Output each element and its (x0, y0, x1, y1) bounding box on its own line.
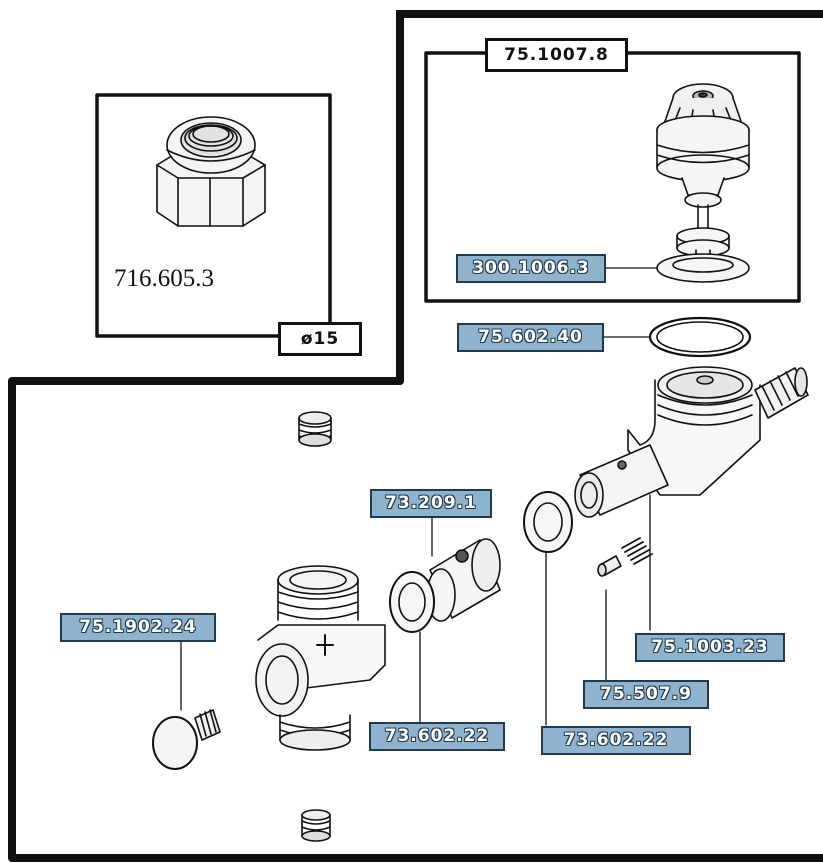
valve-group-code: 75.1007.8 (485, 38, 628, 72)
pin-drawing (597, 555, 622, 577)
spring-code-label: 75.1003.23 (635, 633, 785, 662)
valve-inset-frame (424, 51, 801, 303)
flat-washer-right-drawing (523, 491, 573, 553)
nut-part-code: 716.605.3 (114, 265, 214, 292)
drain-plug-drawing (152, 709, 221, 770)
nut-inset-frame (95, 93, 332, 338)
valve-group-drawing (656, 83, 750, 283)
valve-body-drawing (574, 366, 809, 518)
main-frame-border (8, 10, 823, 862)
pin-code-label: 75.507.9 (583, 680, 709, 709)
seal-right-code-label: 73.602.22 (541, 726, 691, 755)
sleeve-drawing (426, 538, 501, 622)
nut-size-label: ø15 (278, 322, 362, 356)
spring-drawing (621, 537, 653, 565)
lock-nut-drawing (156, 116, 266, 227)
seal-left-code-label: 73.602.22 (369, 722, 505, 751)
flat-washer-left-drawing (389, 571, 435, 633)
poppet-code-label: 300.1006.3 (456, 254, 606, 283)
threaded-plug-bottom-drawing (301, 809, 331, 842)
o-ring-drawing (648, 316, 752, 358)
threaded-plug-top-drawing (298, 411, 332, 447)
cross-body-drawing (255, 565, 386, 751)
o-ring-code-label: 75.602.40 (457, 323, 604, 352)
drain-plug-code-label: 75.1902.24 (60, 613, 216, 642)
sleeve-code-label: 73.209.1 (370, 489, 492, 518)
leader-lines (180, 267, 658, 726)
